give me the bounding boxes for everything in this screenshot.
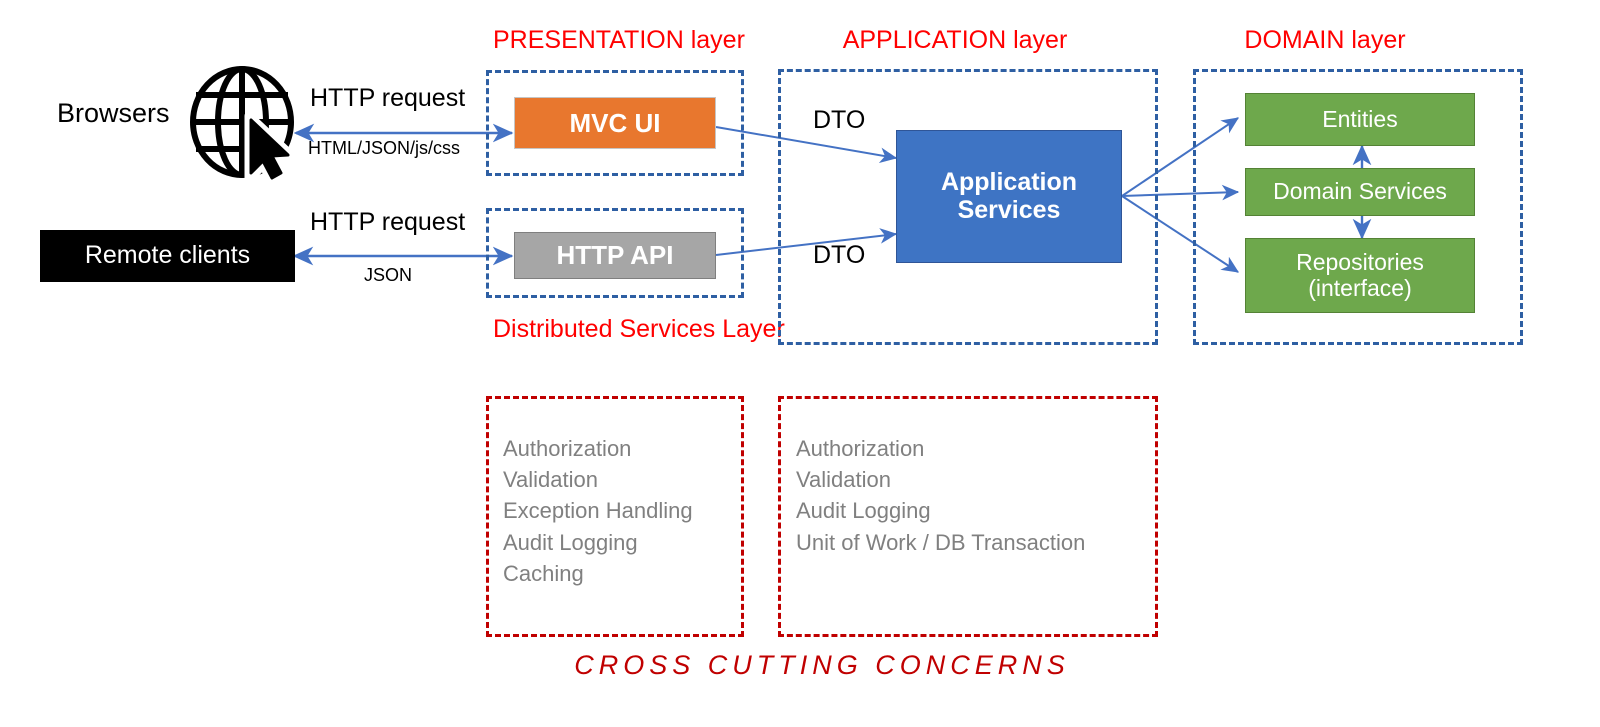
globe-icon [188,63,300,188]
presentation-layer-title: PRESENTATION layer [493,26,745,54]
presentation-layer-api-container [486,208,744,298]
client-request-label: HTTP request [310,208,466,236]
mouse-cursor-icon [244,111,299,188]
cross-cutting-concerns-caption: CROSS CUTTING CONCERNS [574,650,1070,680]
list-item: Unit of Work / DB Transaction [796,529,1086,555]
list-item: Validation [503,467,598,493]
application-services-box[interactable]: Application Services [896,130,1122,263]
browser-request-label: HTTP request [310,84,466,112]
repositories-box[interactable]: Repositories (interface) [1245,238,1475,313]
list-item: Audit Logging [503,529,638,555]
list-item: Authorization [796,436,925,461]
browsers-label: Browsers [57,98,170,128]
cross-cutting-application-box [778,396,1158,637]
remote-clients-box: Remote clients [40,230,295,282]
dto-top-label: DTO [813,106,866,134]
domain-layer-container [1193,69,1523,345]
distributed-services-layer-title: Distributed Services Layer [493,315,785,343]
cross-cutting-distributed-box [486,396,744,637]
list-item: Audit Logging [796,498,931,524]
domain-layer-title: DOMAIN layer [1244,26,1406,54]
entities-box[interactable]: Entities [1245,93,1475,146]
browser-response-label: HTML/JSON/js/css [308,138,461,158]
application-services-line2: Services [957,195,1061,224]
presentation-layer-mvc-container [486,70,744,176]
cross-cutting-application-list: Authorization Validation Audit Logging U… [796,433,1085,558]
domain-services-box[interactable]: Domain Services [1245,168,1475,216]
list-item: Caching [503,560,584,586]
application-layer-title: APPLICATION layer [842,26,1068,54]
repositories-line2: (interface) [1308,274,1412,301]
list-item: Exception Handling [503,498,693,524]
cross-cutting-distributed-list: Authorization Validation Exception Handl… [503,433,693,589]
list-item: Authorization [503,436,632,461]
list-item: Validation [796,467,891,493]
dto-bottom-label: DTO [813,241,866,269]
client-response-label: JSON [364,265,413,285]
repositories-line1: Repositories [1296,249,1424,276]
application-services-line1: Application [940,168,1078,196]
mvc-ui-box[interactable]: MVC UI [514,97,716,149]
application-layer-container [778,69,1158,345]
http-api-box[interactable]: HTTP API [514,232,716,279]
